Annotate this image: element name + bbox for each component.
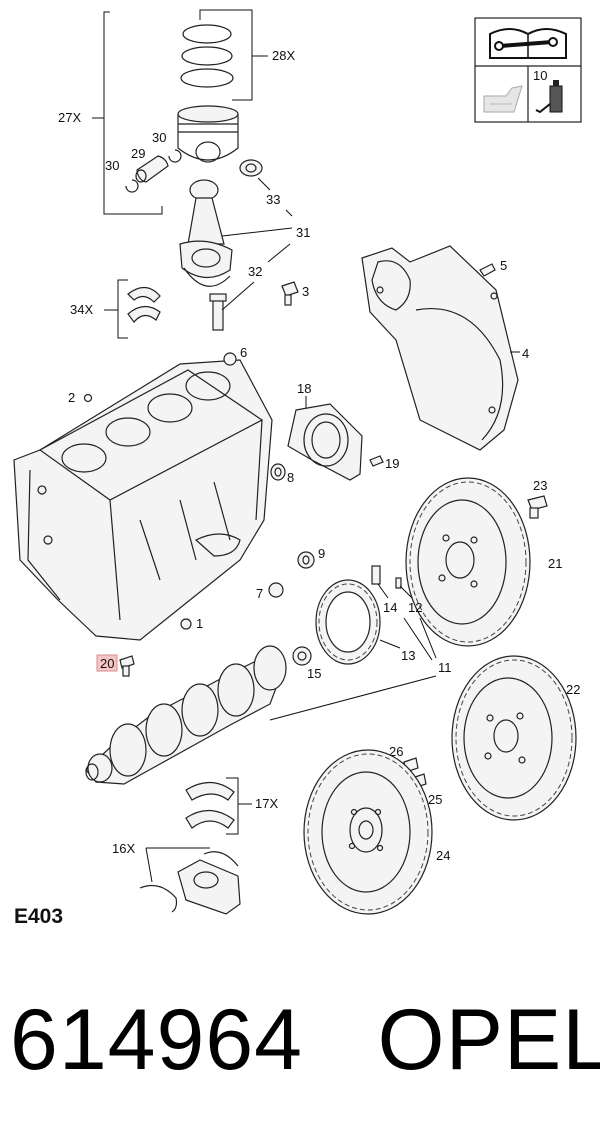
label-29: 29	[131, 146, 145, 161]
bolt-3	[281, 281, 299, 306]
label-7: 7	[256, 586, 263, 601]
pin-14	[371, 565, 381, 585]
rear-seal-housing	[287, 403, 363, 481]
label-5: 5	[500, 258, 507, 273]
label-18: 18	[297, 381, 311, 396]
bolt-19	[369, 455, 384, 467]
footer-part-number: 614964	[10, 992, 303, 1088]
piston-rings	[180, 24, 234, 88]
label-1: 1	[196, 616, 203, 631]
conrod-bearing-shells	[127, 286, 161, 323]
small-end-bush	[239, 159, 263, 177]
label-9: 9	[318, 546, 325, 561]
bolt-23	[527, 495, 548, 519]
flywheel-24	[303, 749, 433, 915]
label-21: 21	[548, 556, 562, 571]
label-28x: 28X	[272, 48, 295, 63]
label-12: 12	[408, 600, 422, 615]
label-20-highlight	[96, 654, 118, 672]
label-10: 10	[533, 68, 547, 83]
label-22: 22	[566, 682, 580, 697]
crankshaft	[85, 645, 287, 785]
seal-9	[297, 551, 315, 569]
label-31: 31	[296, 225, 310, 240]
dual-mass-flywheel-21	[405, 477, 531, 647]
grease-gun-icon	[535, 80, 563, 114]
diagram-code: E403	[14, 905, 64, 928]
label-19: 19	[385, 456, 399, 471]
connecting-rod	[179, 179, 233, 287]
seal-6	[223, 352, 237, 366]
label-3: 3	[302, 284, 309, 299]
label-17x: 17X	[255, 796, 278, 811]
label-32: 32	[248, 264, 262, 279]
rod-bolt	[209, 293, 227, 331]
label-33: 33	[266, 192, 280, 207]
part-footer: 614964 OPEL	[10, 985, 600, 1095]
label-6: 6	[240, 345, 247, 360]
label-30b: 30	[152, 130, 166, 145]
circlip-right	[168, 149, 182, 163]
label-2: 2	[68, 390, 75, 405]
seal-8	[270, 463, 286, 481]
thrust-washers	[139, 851, 239, 913]
label-26: 26	[389, 744, 403, 759]
label-4: 4	[522, 346, 529, 361]
label-23: 23	[533, 478, 547, 493]
label-11: 11	[438, 660, 452, 675]
piston	[177, 105, 239, 163]
reluctor-ring	[315, 579, 381, 665]
label-34x: 34X	[70, 302, 93, 317]
bolt-20	[119, 655, 135, 677]
engine-adapter-plate	[361, 245, 519, 451]
circlip-left	[125, 179, 139, 193]
label-16x: 16X	[112, 841, 135, 856]
pilot-bearing-15	[292, 646, 312, 666]
manual-info-box: 10	[474, 17, 582, 123]
label-30a: 30	[105, 158, 119, 173]
oil-can-icon	[483, 85, 523, 113]
label-27x: 27X	[58, 110, 81, 125]
piston-pin	[135, 155, 169, 183]
label-8: 8	[287, 470, 294, 485]
seal-7	[268, 582, 284, 598]
footer-brand: OPEL	[377, 992, 600, 1088]
manual-book-icon	[489, 28, 567, 59]
washer-1	[180, 618, 192, 630]
label-20: 20	[100, 656, 114, 671]
label-15: 15	[307, 666, 321, 681]
main-bearing-shells	[185, 781, 235, 829]
bolt-5	[479, 263, 496, 277]
label-25: 25	[428, 792, 442, 807]
main-bearing-cap	[177, 859, 241, 915]
exploded-parts-diagram: 10 28X 27X 30 29 30 33	[13, 9, 582, 915]
cylinder-block	[13, 359, 273, 641]
label-24: 24	[436, 848, 450, 863]
label-13: 13	[401, 648, 415, 663]
label-14: 14	[383, 600, 397, 615]
dual-mass-flywheel-22	[451, 655, 577, 821]
pin-12	[395, 577, 402, 589]
